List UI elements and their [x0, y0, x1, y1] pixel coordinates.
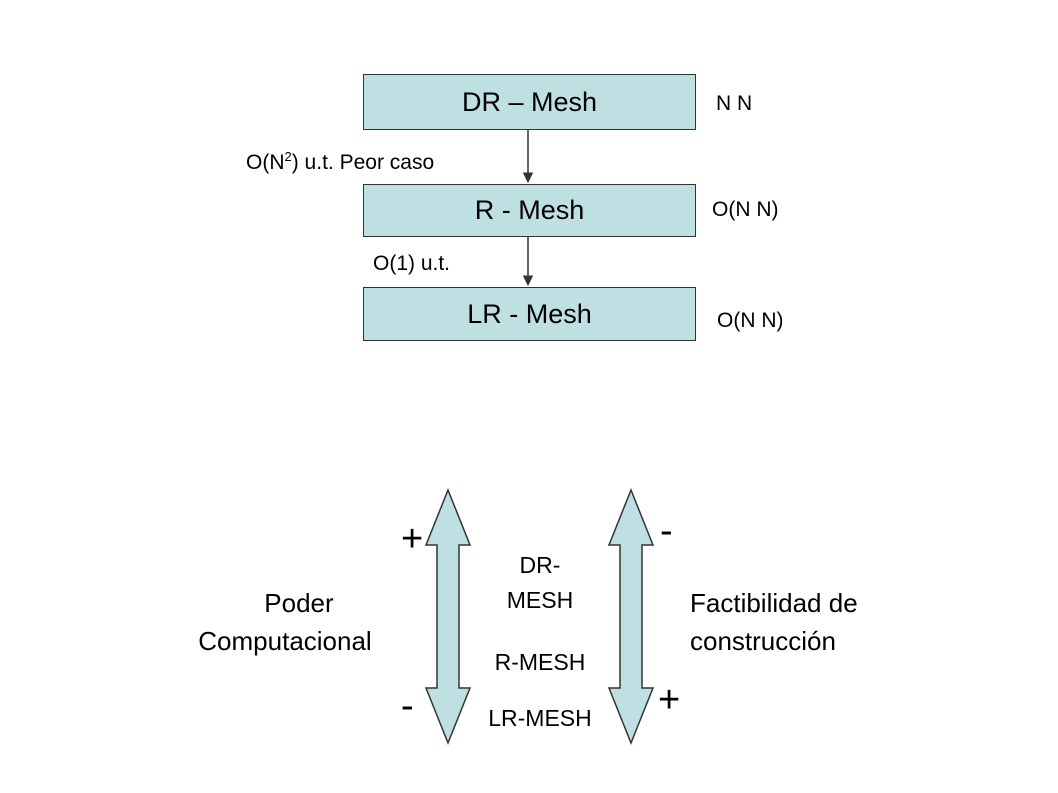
transition-label-1: O(N2) u.t. Peor caso: [246, 149, 434, 175]
box-dr-mesh: DR – Mesh: [363, 74, 696, 130]
box-lr-mesh-label: LR - Mesh: [467, 298, 592, 329]
center-r-mesh: R-MESH: [494, 649, 586, 675]
transition-1-prefix: O(N: [246, 151, 285, 174]
complexity-r-text: O(N N): [712, 198, 779, 221]
right-top-sign: -: [660, 510, 673, 552]
double-arrow-right: [607, 487, 655, 746]
complexity-dr: N N: [716, 92, 752, 116]
left-axis-label: Poder Computacional: [180, 585, 390, 660]
right-bottom-sign: +: [658, 679, 681, 721]
complexity-r: O(N N): [712, 198, 779, 222]
double-arrow-left: [424, 487, 472, 746]
transition-label-2: O(1) u.t.: [373, 252, 450, 276]
complexity-dr-text: N N: [716, 92, 753, 115]
center-dr-mesh: DR- MESH: [460, 548, 620, 617]
transition-2-text: O(1) u.t.: [373, 252, 451, 275]
left-bottom-sign: -: [401, 685, 414, 727]
box-dr-mesh-label: DR – Mesh: [461, 86, 598, 117]
center-lr-mesh: LR-MESH: [488, 705, 592, 731]
complexity-lr-text: O(N N): [717, 309, 784, 332]
transition-1-suffix: ) u.t. Peor caso: [291, 151, 435, 174]
right-axis-label-line2: construcción: [690, 625, 836, 656]
left-axis-label-line1: Poder: [264, 588, 334, 618]
left-axis-label-line2: Computacional: [198, 625, 372, 656]
center-dr-line2: MESH: [506, 586, 574, 613]
box-lr-mesh: LR - Mesh: [363, 287, 696, 341]
left-top-sign: +: [401, 518, 424, 560]
complexity-lr: O(N N): [717, 309, 784, 333]
right-axis-label-line1: Factibilidad de: [690, 588, 858, 618]
right-axis-label: Factibilidad de construcción: [690, 585, 858, 660]
transition-1-sup: 2: [284, 149, 292, 164]
center-dr-line1: DR-: [519, 552, 561, 578]
box-r-mesh: R - Mesh: [363, 184, 696, 237]
box-r-mesh-label: R - Mesh: [474, 195, 585, 225]
